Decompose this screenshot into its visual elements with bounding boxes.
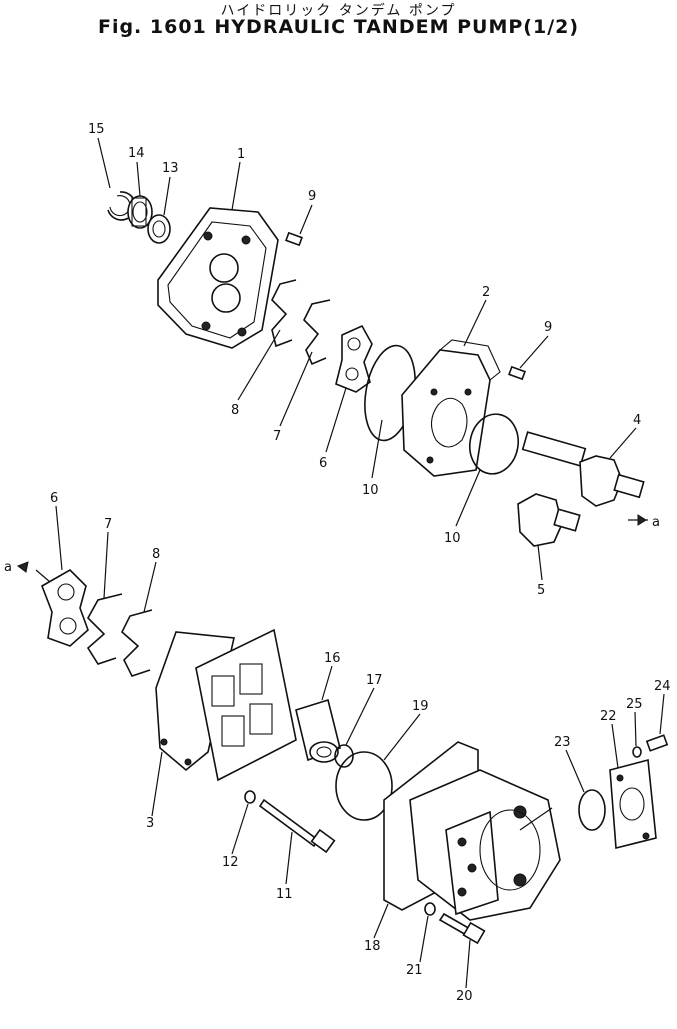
- washer-21: [424, 902, 436, 916]
- seal-7-upper: [303, 299, 331, 366]
- arrow-a-right: [637, 514, 647, 526]
- callout-10-upper: 10: [362, 483, 379, 498]
- callout-8-upper: 8: [231, 403, 239, 418]
- seal-7-lower: [86, 593, 123, 665]
- callout-6-lower: 6: [50, 491, 58, 506]
- backup-ring-8-upper: [271, 279, 297, 348]
- seal-13: [147, 214, 171, 244]
- callout-1: 1: [237, 147, 245, 162]
- callout-23: 23: [554, 735, 571, 750]
- callout-24: 24: [654, 679, 671, 694]
- callout-21: 21: [406, 963, 423, 978]
- callout-13: 13: [162, 161, 179, 176]
- callout-15: 15: [88, 122, 105, 137]
- gear-case-2: [401, 339, 501, 477]
- wear-plate-6-lower: [41, 569, 89, 647]
- callout-14: 14: [128, 146, 145, 161]
- diagram-title-japanese: ハイドロリック タンデム ポンプ: [220, 3, 457, 19]
- callout-25: 25: [626, 697, 643, 712]
- callout-12: 12: [222, 855, 239, 870]
- driven-gear-5: [517, 493, 581, 547]
- callout-7-upper: 7: [273, 429, 281, 444]
- callout-2: 2: [482, 285, 490, 300]
- callout-3: 3: [146, 816, 154, 831]
- o-ring-19: [335, 751, 393, 821]
- callout-7-lower: 7: [104, 517, 112, 532]
- callout-17: 17: [366, 673, 383, 688]
- washer-12: [244, 790, 256, 804]
- bolt-24: [645, 734, 669, 752]
- callout-a-right: a: [652, 515, 660, 530]
- callout-4: 4: [633, 413, 641, 428]
- callout-16: 16: [324, 651, 341, 666]
- washer-25: [632, 746, 642, 758]
- callout-labels: 15 14 13 1 9 2 9 8 7 6 10 4 10 5 a 6 7 8…: [4, 122, 671, 1004]
- bolt-11: [258, 798, 336, 854]
- diagram-title: Fig. 1601 HYDRAULIC TANDEM PUMP(1/2): [97, 16, 580, 38]
- backup-ring-8-lower: [121, 609, 153, 677]
- callout-9-upper: 9: [308, 189, 316, 204]
- arrow-a-left: [16, 561, 29, 573]
- pin-9-upper: [285, 231, 303, 247]
- callout-11: 11: [276, 887, 293, 902]
- callout-9-lower: 9: [544, 320, 552, 335]
- callout-18: 18: [364, 939, 381, 954]
- flange-plate-22: [609, 758, 657, 850]
- callout-10-lower: 10: [444, 531, 461, 546]
- flange-3: [155, 628, 297, 782]
- bolt-20: [438, 912, 486, 945]
- callout-20: 20: [456, 989, 473, 1004]
- drive-gear-4: [521, 431, 645, 507]
- callout-6-upper: 6: [319, 456, 327, 471]
- wear-plate-6-upper: [335, 324, 373, 393]
- callout-5: 5: [537, 583, 545, 598]
- callout-19: 19: [412, 699, 429, 714]
- leader-lines: [35, 137, 665, 989]
- callout-8-lower: 8: [152, 547, 160, 562]
- ring-17: [334, 744, 354, 768]
- o-ring-23: [578, 789, 606, 831]
- front-cover-1: [157, 207, 279, 349]
- sleeve-16: [295, 698, 341, 763]
- callout-22: 22: [600, 709, 617, 724]
- rear-pump-body-18: [383, 741, 561, 921]
- o-ring-10-lower: [468, 413, 520, 475]
- callout-a-left: a: [4, 560, 12, 575]
- pin-9-lower: [508, 365, 526, 381]
